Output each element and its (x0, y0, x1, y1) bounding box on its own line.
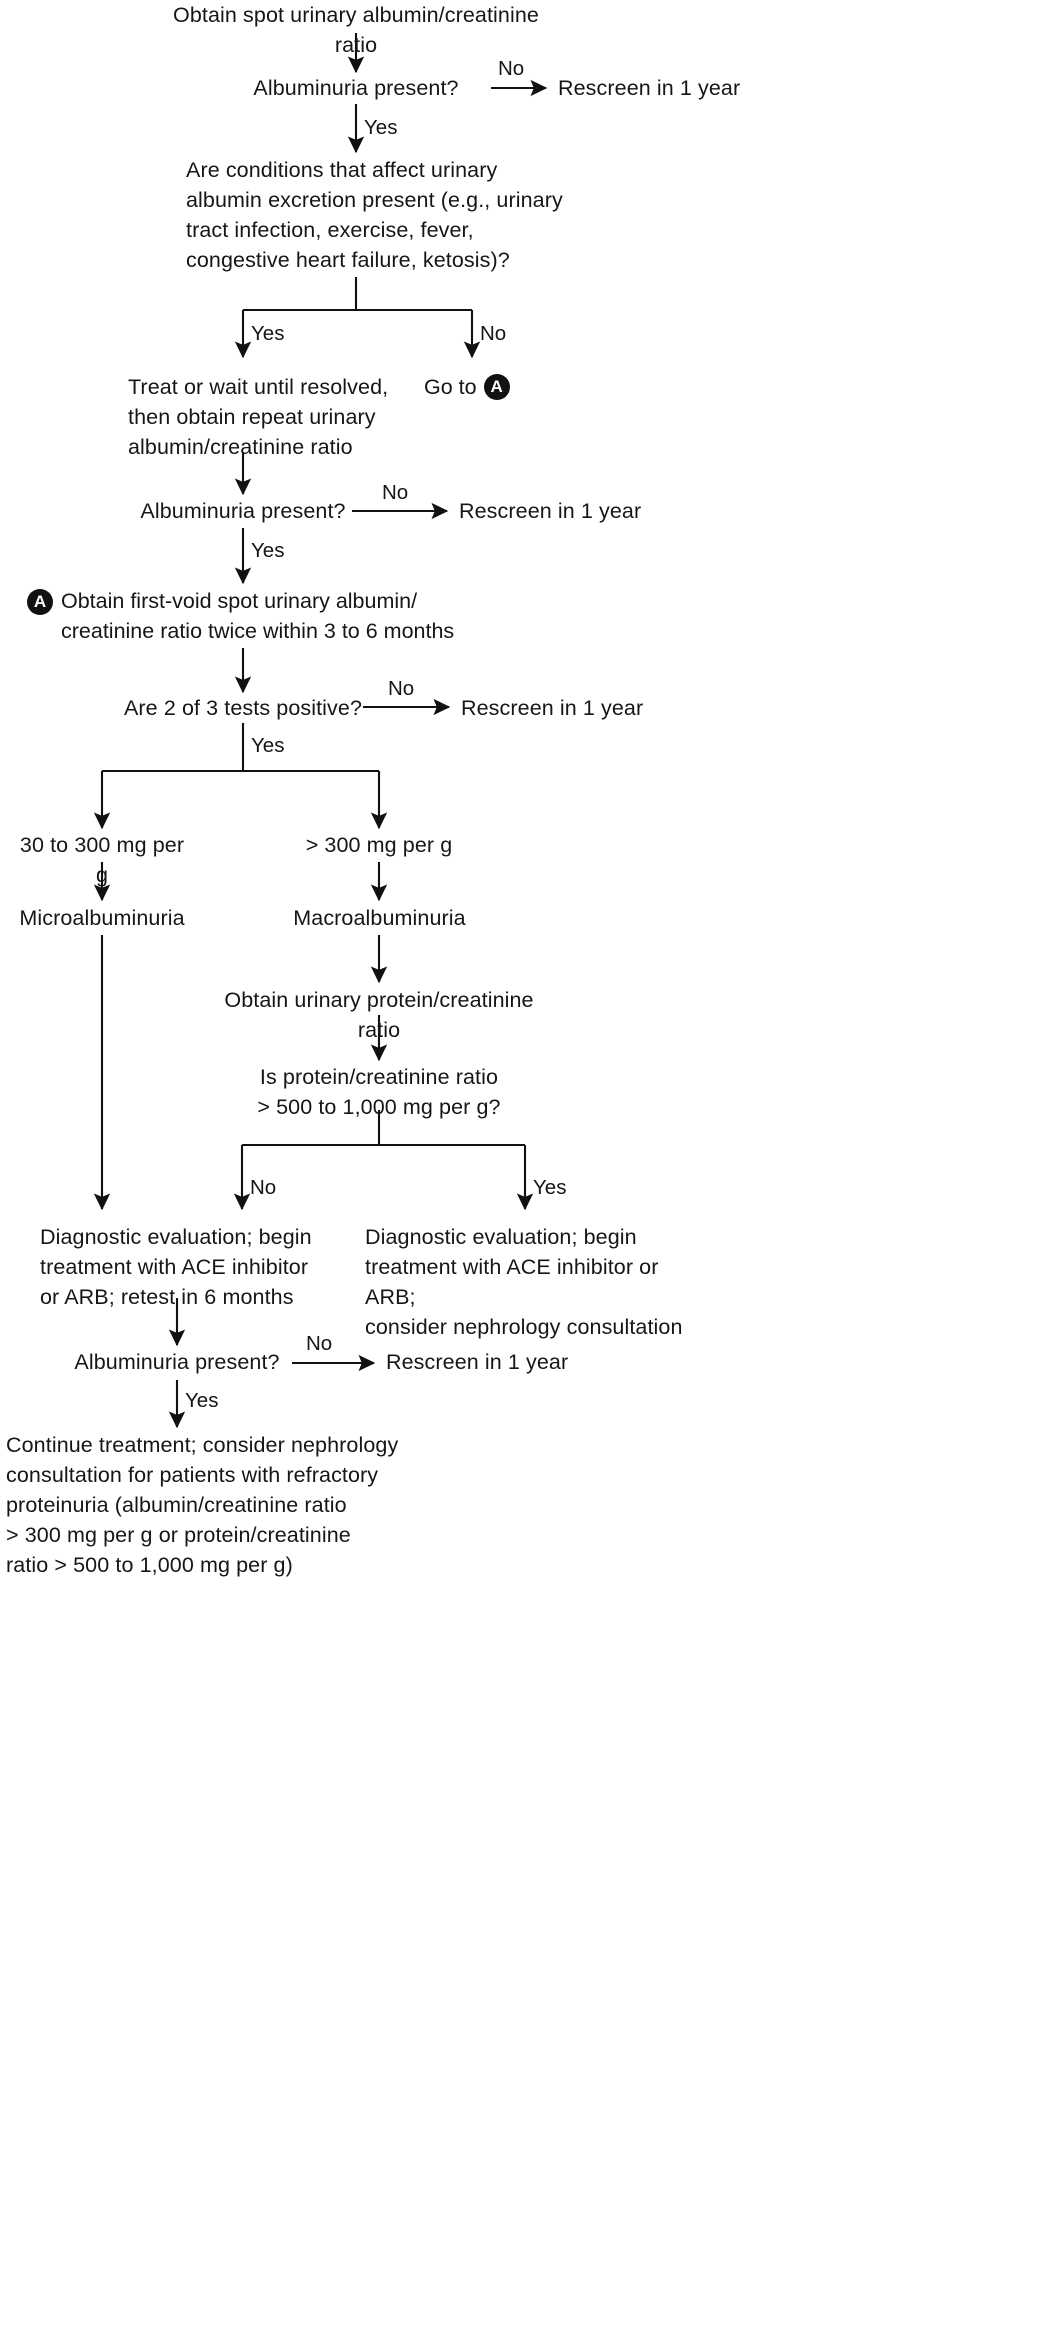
marker-a-source: A (27, 589, 53, 615)
edge-label-no-2: No (480, 322, 507, 345)
edge-label-no-6: No (306, 1332, 333, 1355)
node-obtain-first-void: A Obtain first-void spot urinary albumin… (27, 586, 547, 646)
node-microalbuminuria: Microalbuminuria (19, 906, 185, 930)
edge-label-no-1: No (498, 57, 525, 80)
node-rescreen-1-year-4: Rescreen in 1 year (386, 1350, 569, 1374)
edge-label-yes-3: Yes (251, 539, 285, 562)
node-obtain-protein-creatinine-ratio: Obtain urinary protein/creatinine ratio (224, 988, 534, 1042)
node-diagnostic-evaluation-micro: Diagnostic evaluation; begin treatment w… (40, 1225, 312, 1309)
node-albuminuria-present-1: Albuminuria present? (253, 76, 459, 100)
node-go-to-a: Go to A (424, 372, 510, 402)
node-obtain-spot-ratio: Obtain spot urinary albumin/creatinine r… (173, 3, 539, 57)
edge-label-yes-5: Yes (533, 1176, 567, 1199)
node-rescreen-1-year-3: Rescreen in 1 year (461, 696, 644, 720)
edge-label-no-3: No (382, 481, 409, 504)
node-is-protein-creatinine-over-500: Is protein/creatinine ratio > 500 to 1,0… (257, 1065, 501, 1119)
edge-label-no-4: No (388, 677, 415, 700)
obtain-first-void-text: Obtain first-void spot urinary albumin/ … (61, 589, 455, 643)
edge-label-yes-2: Yes (251, 322, 285, 345)
node-rescreen-1-year-2: Rescreen in 1 year (459, 499, 642, 523)
node-albuminuria-present-3: Albuminuria present? (74, 1350, 280, 1374)
edge-label-yes-6: Yes (185, 1389, 219, 1412)
marker-a-target: A (483, 374, 510, 400)
node-two-of-three-tests-positive: Are 2 of 3 tests positive? (123, 696, 363, 720)
node-range-30-to-300: 30 to 300 mg per g (19, 833, 185, 887)
node-treat-or-wait: Treat or wait until resolved, then obtai… (128, 375, 389, 459)
node-conditions-affecting-excretion: Are conditions that affect urinary album… (186, 158, 563, 272)
node-macroalbuminuria: Macroalbuminuria (293, 906, 466, 930)
node-range-over-300: > 300 mg per g (305, 833, 453, 857)
go-to-label: Go to (424, 375, 477, 399)
node-albuminuria-present-2: Albuminuria present? (140, 499, 346, 523)
node-continue-treatment: Continue treatment; consider nephrology … (6, 1433, 399, 1577)
edge-label-no-5: No (250, 1176, 277, 1199)
node-rescreen-1-year-1: Rescreen in 1 year (558, 76, 741, 100)
edge-label-yes-4: Yes (251, 734, 285, 757)
edge-label-yes-1: Yes (364, 116, 398, 139)
node-diagnostic-evaluation-macro: Diagnostic evaluation; begin treatment w… (365, 1225, 683, 1339)
